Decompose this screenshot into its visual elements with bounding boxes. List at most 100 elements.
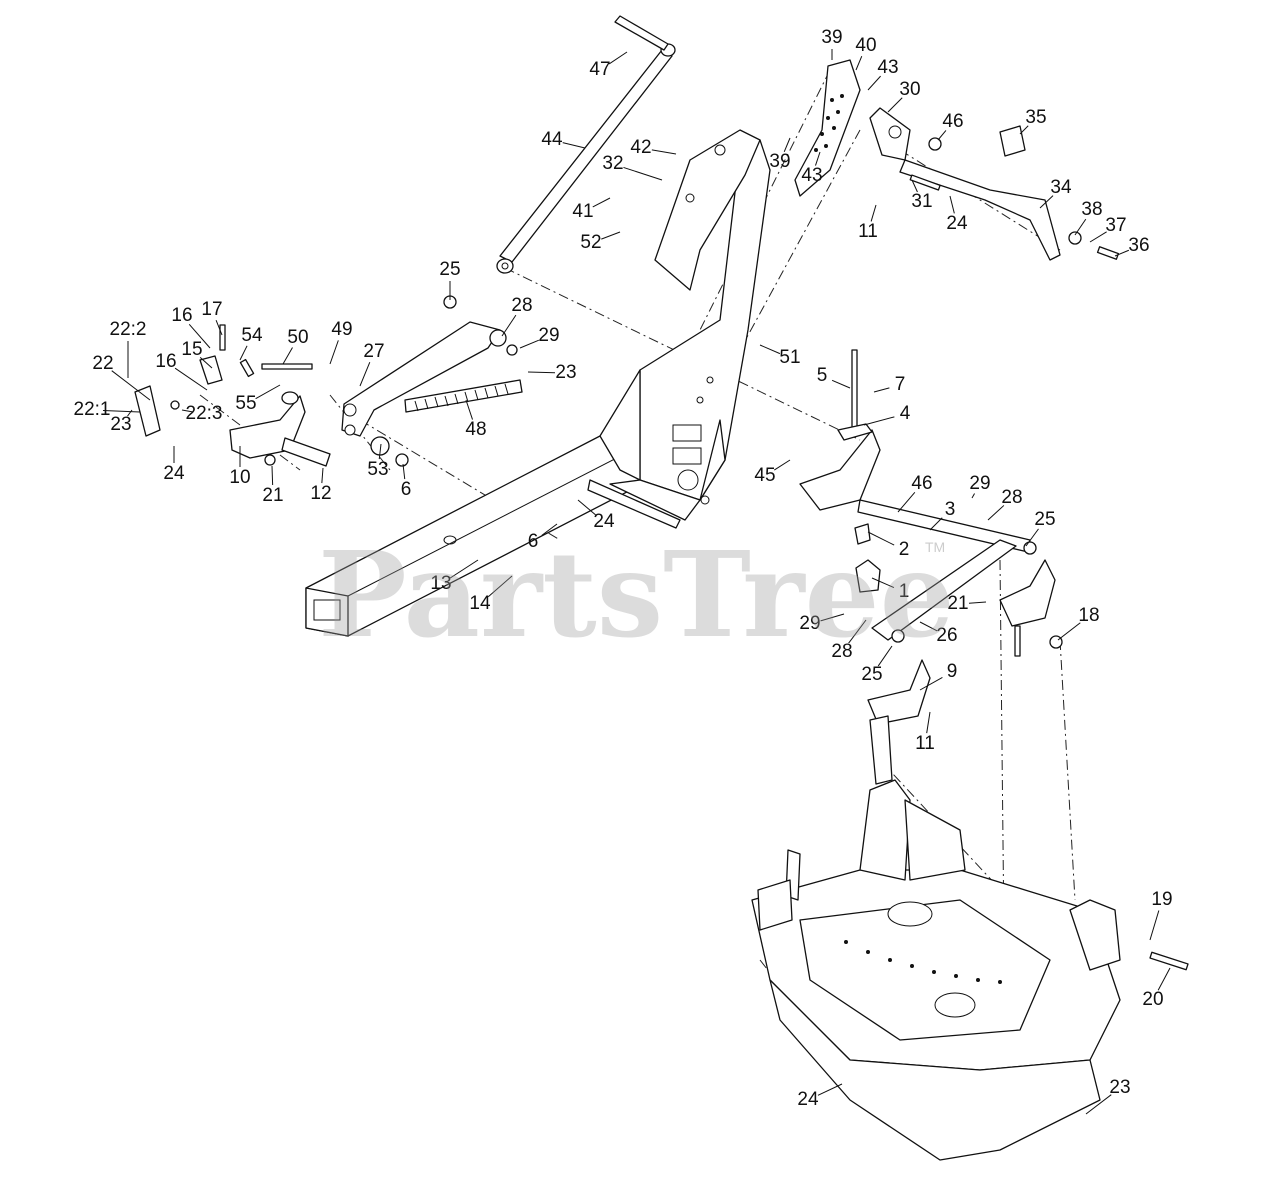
callout-leader-line [871, 577, 895, 589]
callout-leader-line [608, 51, 628, 65]
callout-leader-line [501, 314, 517, 337]
callout-leader-line [215, 320, 223, 336]
callout-label: 29 [538, 325, 559, 346]
callout-leader-line [592, 197, 611, 208]
callout-label: 10 [229, 467, 250, 488]
callout-leader-line [1089, 231, 1107, 243]
callout-label: 11 [915, 733, 935, 754]
callout-label: 5 [817, 365, 828, 386]
callout-leader-line [449, 559, 479, 579]
callout-label: 6 [528, 531, 539, 552]
callout-leader-line [759, 344, 781, 355]
callout-label: 31 [911, 191, 932, 212]
callout-label: 47 [589, 59, 610, 80]
callout-leader-line [919, 676, 943, 691]
callout-leader-line [174, 367, 208, 391]
callout-leader-line [773, 459, 791, 471]
callout-label: 23 [1109, 1077, 1130, 1098]
callout-label: 52 [580, 232, 601, 253]
callout-label: 37 [1105, 215, 1126, 236]
callout-leader-line [911, 179, 918, 193]
callout-leader-line [577, 499, 596, 516]
callout-label: 55 [235, 393, 256, 414]
callout-label: 23 [110, 414, 131, 435]
callout-leader-line [820, 613, 845, 622]
callout-leader-line [127, 409, 133, 417]
callout-label: 12 [310, 483, 331, 504]
callout-leader-line [873, 387, 890, 393]
callout-label: 54 [241, 325, 263, 346]
callout-leader-line [1039, 195, 1054, 209]
callout-leader-line [831, 379, 851, 389]
callout-leader-line [402, 463, 406, 480]
watermark-trademark: TM [925, 539, 945, 555]
callout-leader-line [887, 97, 903, 113]
callout-leader-line [848, 619, 867, 644]
callout-leader-line [199, 356, 213, 369]
callout-label: 18 [1078, 605, 1099, 626]
callout-label: 28 [511, 295, 532, 316]
left-pivot-bracket [134, 324, 331, 467]
callout-leader-line [465, 399, 473, 420]
callout-leader-line [601, 231, 621, 240]
callout-label: 24 [593, 511, 615, 532]
callout-label: 14 [469, 593, 491, 614]
callout-leader-line [321, 467, 324, 484]
callout-label: 21 [262, 485, 283, 506]
callout-leader-line [541, 523, 558, 536]
callout-label: 1 [899, 581, 910, 602]
callout-label: 7 [895, 374, 906, 395]
callout-label: 32 [602, 153, 623, 174]
frame-tube [305, 435, 651, 637]
callout-label: 6 [401, 479, 412, 500]
callout-label: 27 [363, 341, 384, 362]
callout-label: 43 [801, 165, 822, 186]
callout-label: 3 [945, 499, 956, 520]
callout-label: 22:2 [110, 319, 147, 340]
callout-label: 28 [831, 641, 852, 662]
callout-label: 40 [855, 35, 876, 56]
callout-label: 22:3 [186, 403, 223, 424]
callout-leader-line [282, 347, 293, 365]
callout-label: 43 [877, 57, 898, 78]
callout-leader-line [527, 371, 556, 374]
callout-label: 19 [1151, 889, 1172, 910]
control-tower [587, 129, 771, 529]
callout-label: 28 [1001, 487, 1022, 508]
callout-leader-line [519, 339, 540, 349]
callout-leader-line [867, 75, 881, 91]
callout-label: 39 [769, 151, 790, 172]
callout-label: 30 [899, 79, 920, 100]
callout-label: 49 [331, 319, 352, 340]
callout-leader-line [971, 493, 975, 499]
callout-label: 13 [430, 573, 451, 594]
quadrant-plate [794, 59, 861, 197]
callout-label: 46 [942, 111, 963, 132]
callout-label: 44 [541, 129, 563, 150]
callout-leader-line [926, 711, 931, 734]
callout-label: 34 [1050, 177, 1072, 198]
callout-leader-line [181, 409, 194, 413]
callout-leader-line [987, 505, 1005, 521]
rod-assembly [496, 15, 676, 274]
callout-leader-line [651, 149, 677, 155]
callout-label: 25 [439, 259, 460, 280]
callout-leader-line [929, 517, 943, 531]
callout-label: 26 [936, 625, 957, 646]
callout-label: 2 [899, 539, 910, 560]
callout-leader-line [255, 384, 281, 400]
callout-leader-line [1157, 967, 1171, 991]
callout-leader-line [359, 361, 371, 387]
callout-leader-line [897, 492, 916, 513]
callout-label: 51 [779, 347, 800, 368]
callout-leader-line [1025, 528, 1039, 547]
callout-leader-line [239, 345, 248, 361]
callout-leader-line [817, 1083, 843, 1096]
callout-leaders [102, 49, 1171, 1115]
callout-leader-line [1019, 125, 1029, 135]
callout-leader-line [1149, 910, 1160, 941]
callout-label: 22:1 [74, 399, 111, 420]
callout-leader-line [378, 443, 382, 460]
callout-label: 39 [821, 27, 842, 48]
